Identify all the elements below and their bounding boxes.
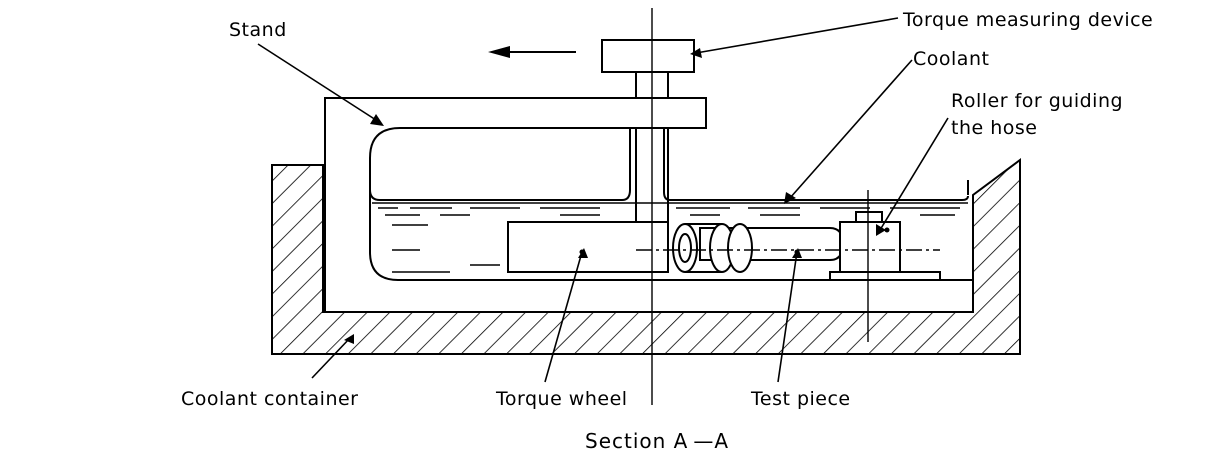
label-stand: Stand bbox=[229, 19, 287, 41]
section-caption: Section A —A bbox=[585, 429, 729, 453]
centre-lines bbox=[636, 8, 940, 405]
test-piece bbox=[672, 223, 845, 273]
label-roller-line2: the hose bbox=[951, 117, 1037, 139]
label-roller-line1: Roller for guiding bbox=[951, 90, 1123, 112]
torque-measuring-device bbox=[601, 39, 695, 222]
label-torque-measuring-device: Torque measuring device bbox=[902, 9, 1153, 31]
leader-lines bbox=[257, 17, 949, 383]
label-test-piece: Test piece bbox=[750, 388, 851, 410]
label-coolant-container: Coolant container bbox=[181, 388, 359, 410]
stand bbox=[324, 97, 974, 313]
roller-for-guiding-hose bbox=[829, 211, 941, 281]
leader-arrowheads bbox=[344, 48, 886, 344]
label-coolant: Coolant bbox=[913, 48, 989, 70]
coolant-liquid bbox=[372, 202, 968, 273]
torque-wheel bbox=[507, 221, 669, 273]
label-torque-wheel: Torque wheel bbox=[495, 388, 628, 410]
direction-arrow bbox=[488, 46, 576, 58]
